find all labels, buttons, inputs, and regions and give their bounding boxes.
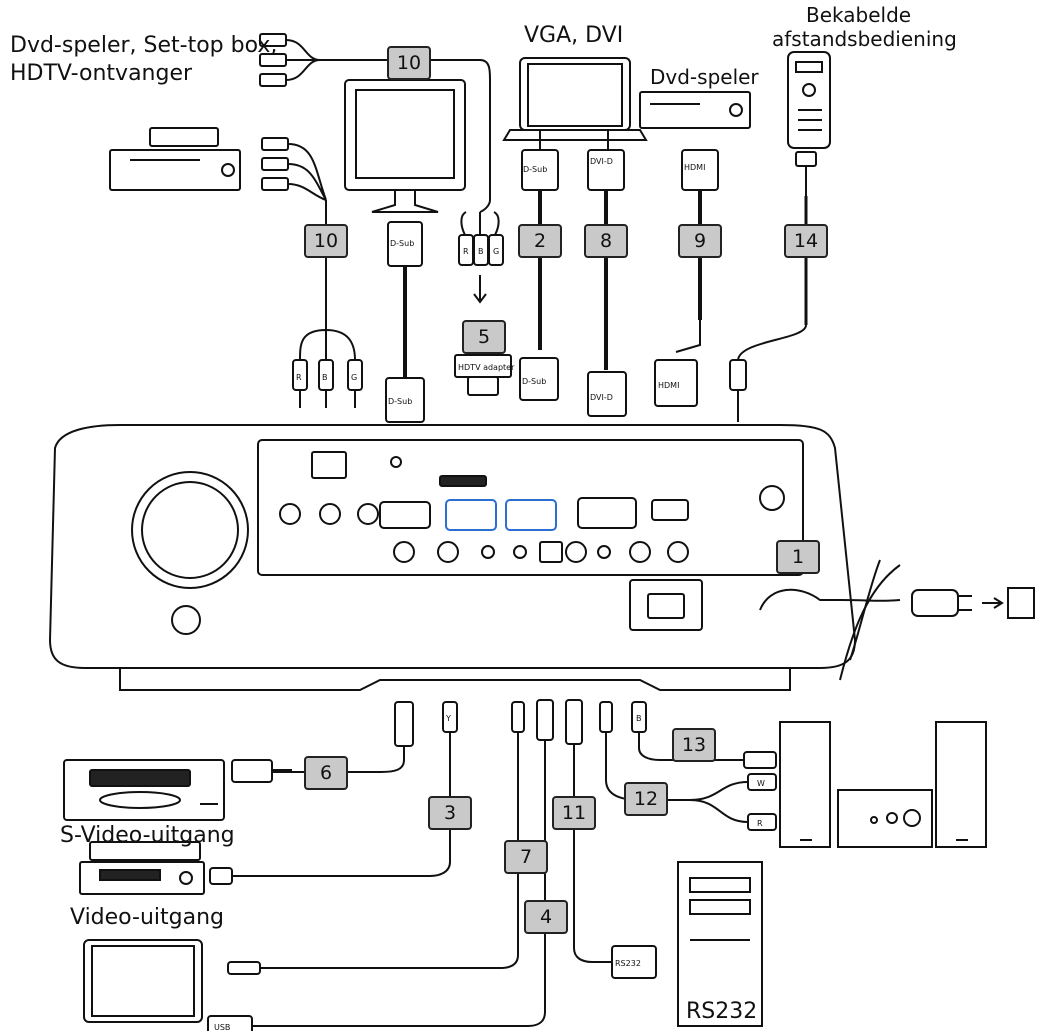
dvd-player-device-top-left <box>109 127 363 408</box>
cable-badge-5: 5 <box>462 320 506 354</box>
rgb-plugs-top-left <box>259 33 380 87</box>
video-out-device <box>79 841 205 895</box>
label-dvd-settop-hdtv-2: HDTV-ontvanger <box>10 61 193 86</box>
plug-w-label: W <box>757 779 765 788</box>
label-dvd-speler: Dvd-speler <box>650 65 759 89</box>
audio-cable-7 <box>227 701 525 975</box>
plug-r-top-label: R <box>463 247 469 256</box>
label-wired-remote-2: afstandsbediening <box>772 27 957 51</box>
cable-badge-1: 1 <box>776 540 820 574</box>
monitor-device <box>344 79 466 423</box>
svideo-cable <box>231 701 414 783</box>
plug-b-top-label: B <box>478 247 484 256</box>
rs232-plug-label: RS232 <box>615 959 641 968</box>
label-svideo-out: S-Video-uitgang <box>60 823 235 848</box>
laptop-bottom <box>83 939 203 1023</box>
svideo-device <box>63 759 225 821</box>
projector-body <box>48 424 857 691</box>
plug-g-label: G <box>351 373 357 382</box>
composite-video-cable <box>209 701 458 885</box>
label-vga-dvi: VGA, DVI <box>524 23 624 48</box>
cable-badge-14: 14 <box>784 224 828 258</box>
cable-badge-8: 8 <box>584 224 628 258</box>
plug-labels: D-Sub D-Sub D-Sub D-Sub DVI-D DVI-D HDMI… <box>214 157 765 1031</box>
audio-cable-13 <box>631 701 777 769</box>
cable-badge-6: 6 <box>304 756 348 790</box>
label-video-out: Video-uitgang <box>70 905 225 930</box>
dsub-label-monitor: D-Sub <box>390 239 414 248</box>
label-rs232: RS232 <box>686 999 758 1024</box>
label-wired-remote-1: Bekabelde <box>806 3 912 27</box>
dvid-label-bottom: DVI-D <box>590 393 613 402</box>
cable-badge-4: 4 <box>524 900 568 934</box>
speakers-amplifier <box>779 721 987 848</box>
cable-badge-11: 11 <box>552 796 596 830</box>
projector-ports-row2 <box>393 541 689 563</box>
cable-badge-10-top: 10 <box>387 46 431 80</box>
rs232-cable-11 <box>565 699 657 979</box>
projector-ports-row1 <box>279 497 689 531</box>
pc-tower <box>677 861 763 1027</box>
laptop-top <box>502 57 648 417</box>
hdmi-label-bottom: HDMI <box>658 381 679 390</box>
cable-badge-2: 2 <box>518 224 562 258</box>
dsub-label-laptop: D-Sub <box>523 165 547 174</box>
usb-label: USB <box>214 1023 230 1031</box>
hdmi-label-top: HDMI <box>684 163 705 172</box>
dsub-label-monitor-bottom: D-Sub <box>388 397 412 406</box>
hdtv-adapter-label: HDTV adapter <box>458 363 515 372</box>
dsub-label-laptop-bottom: D-Sub <box>522 377 546 386</box>
cable-10-top <box>380 59 512 396</box>
plug-g-top-label: G <box>493 247 499 256</box>
wired-remote-device <box>729 51 831 422</box>
cable-badge-12: 12 <box>624 782 668 816</box>
power-cable <box>759 559 1035 681</box>
label-dvd-settop-hdtv-1: Dvd-speler, Set-top box, <box>10 33 278 58</box>
cable-badge-10-left: 10 <box>304 224 348 258</box>
plug-r-bottom-label: R <box>757 819 763 828</box>
plug-b-bottom-label: B <box>636 714 642 723</box>
usb-cable-4 <box>207 699 554 1031</box>
cable-badge-3: 3 <box>428 796 472 830</box>
cable-badge-13: 13 <box>672 728 716 762</box>
plug-b-label: B <box>322 373 328 382</box>
cable-badge-9: 9 <box>678 224 722 258</box>
plug-r-label: R <box>296 373 302 382</box>
plug-y-label: Y <box>445 714 451 723</box>
cable-badge-7: 7 <box>504 840 548 874</box>
dvid-label-top: DVI-D <box>590 157 613 166</box>
